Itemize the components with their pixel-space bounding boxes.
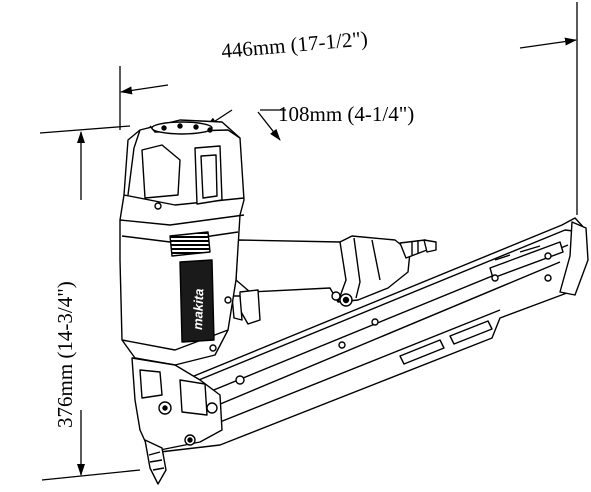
height-dimension [39, 125, 141, 481]
air-fitting [399, 239, 437, 259]
nose-assembly [131, 357, 245, 485]
width-arrow-right [257, 111, 281, 141]
contact-tip [144, 439, 167, 485]
trigger [231, 289, 261, 325]
vent-grille [169, 231, 211, 257]
handle [235, 235, 411, 307]
brand-label: makita [190, 288, 206, 330]
length-dimension [119, 2, 578, 215]
width-label: 108mm (4-1/4") [278, 102, 414, 126]
brand-badge [179, 259, 215, 343]
length-arrow-left [120, 84, 169, 95]
cylinder-housing [119, 119, 245, 366]
length-label: 446mm (17-1/2") [220, 26, 368, 63]
magazine [149, 217, 589, 453]
length-arrow-right [519, 37, 577, 49]
height-label: 376mm (14-3/4") [53, 281, 77, 428]
nailer-illustration: makita [119, 119, 589, 485]
height-extension-line-top [39, 125, 131, 134]
height-extension-line-bottom [41, 469, 141, 481]
